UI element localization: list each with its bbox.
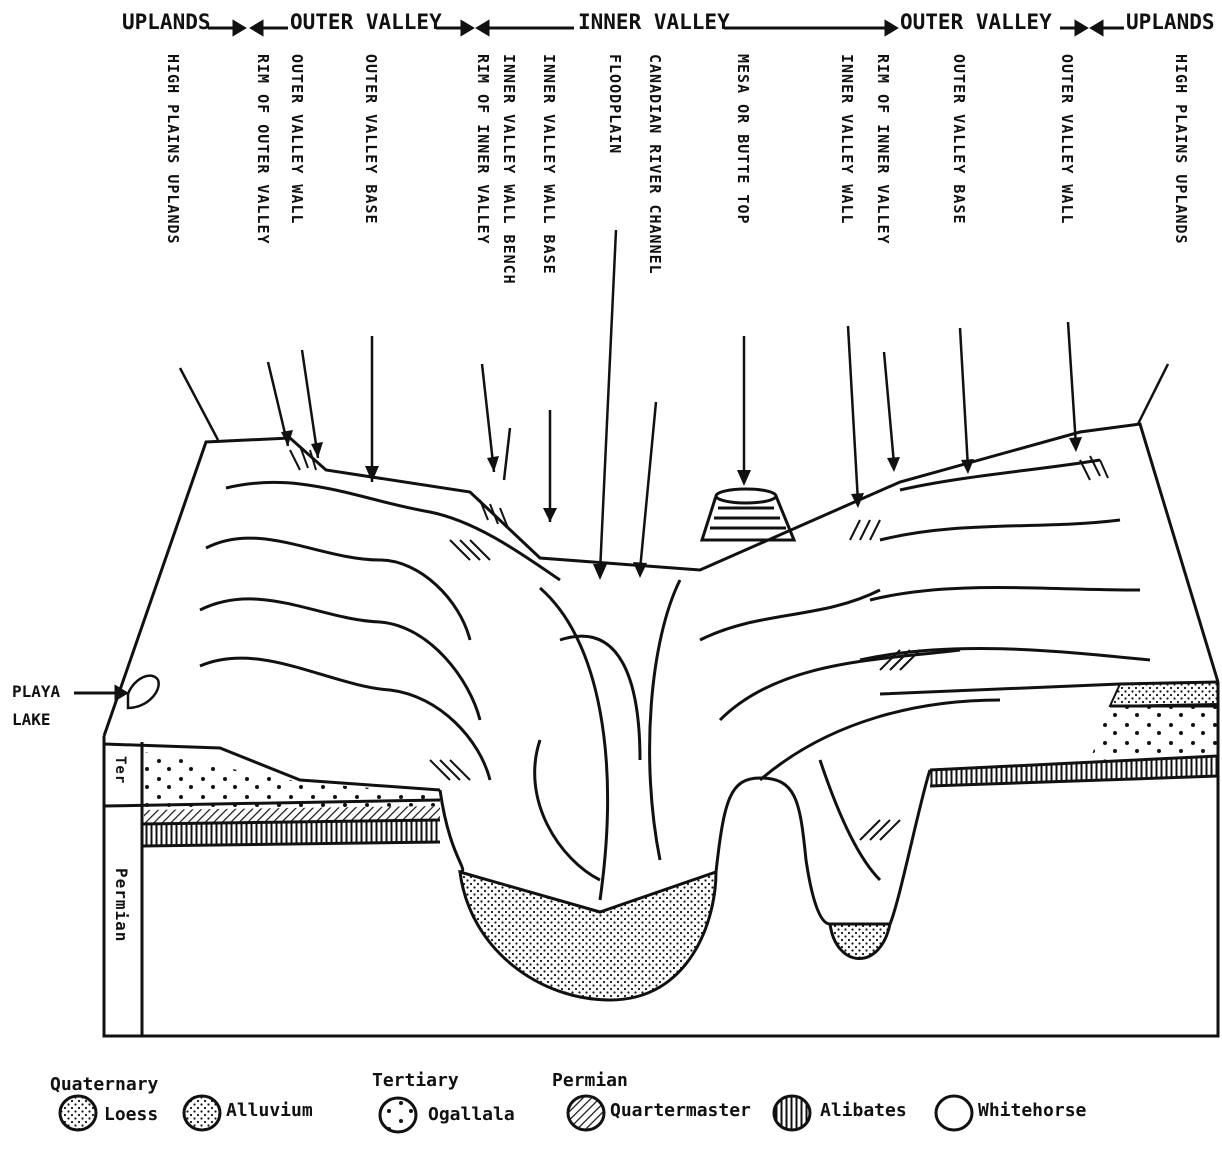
header-inner-valley: INNER VALLEY bbox=[578, 10, 730, 34]
ogallala-layer-right bbox=[1090, 706, 1218, 760]
label-outer-valley-base-right: OUTER VALLEY BASE bbox=[950, 54, 968, 225]
header-uplands-left: UPLANDS bbox=[122, 10, 211, 34]
valley-zone-header: UPLANDS OUTER VALLEY INNER VALLEY OUTER … bbox=[0, 4, 1222, 38]
label-high-plains-uplands-left: HIGH PLAINS UPLANDS bbox=[164, 54, 182, 245]
label-mesa-or-butte-top: MESA OR BUTTE TOP bbox=[734, 54, 752, 225]
header-outer-valley-left: OUTER VALLEY bbox=[290, 10, 442, 34]
label-leaders bbox=[180, 230, 1168, 572]
legend-quartermaster-label: Quartermaster bbox=[610, 1100, 751, 1121]
loess-layer-right bbox=[1110, 682, 1218, 706]
label-rim-of-outer-valley: RIM OF OUTER VALLEY bbox=[254, 54, 272, 245]
label-inner-valley-wall-right: INNER VALLEY WALL bbox=[838, 54, 856, 225]
label-floodplain: FLOODPLAIN bbox=[606, 54, 624, 154]
alibates-layer-left bbox=[144, 820, 440, 846]
permian-column-label: Permian bbox=[112, 868, 131, 942]
alluvium-right-channel bbox=[830, 924, 890, 959]
ogallala-symbol bbox=[380, 1098, 416, 1132]
label-canadian-river-channel: CANADIAN RIVER CHANNEL bbox=[646, 54, 664, 275]
legend-whitehorse-label: Whitehorse bbox=[978, 1100, 1086, 1121]
label-outer-valley-wall-right: OUTER VALLEY WALL bbox=[1058, 54, 1076, 225]
legend-tertiary-heading: Tertiary bbox=[372, 1070, 459, 1091]
header-outer-valley-right: OUTER VALLEY bbox=[900, 10, 1052, 34]
ogallala-layer-left bbox=[144, 752, 440, 810]
label-outer-valley-base-left: OUTER VALLEY BASE bbox=[362, 54, 380, 225]
legend-quaternary-heading: Quaternary bbox=[50, 1074, 158, 1095]
playa-label-line2: LAKE bbox=[12, 706, 60, 734]
legend-alibates-label: Alibates bbox=[820, 1100, 907, 1121]
legend-permian-heading: Permian bbox=[552, 1070, 628, 1091]
label-high-plains-uplands-right: HIGH PLAINS UPLANDS bbox=[1172, 54, 1190, 245]
mesa-butte bbox=[702, 489, 794, 540]
alluvium-main-channel bbox=[460, 872, 716, 1000]
alluvium-symbol bbox=[184, 1096, 220, 1130]
label-inner-valley-wall-base: INNER VALLEY WALL BASE bbox=[540, 54, 558, 275]
legend-loess-label: Loess bbox=[104, 1104, 158, 1125]
playa-lake-label: PLAYA LAKE bbox=[12, 678, 60, 734]
legend-alluvium-label: Alluvium bbox=[226, 1100, 313, 1121]
label-rim-of-inner-valley-right: RIM OF INNER VALLEY bbox=[874, 54, 892, 245]
legend-ogallala-label: Ogallala bbox=[428, 1104, 515, 1125]
label-inner-valley-wall-bench: INNER VALLEY WALL BENCH bbox=[500, 54, 518, 285]
tertiary-column-label: Ter bbox=[112, 756, 128, 784]
label-rim-of-inner-valley-left: RIM OF INNER VALLEY bbox=[474, 54, 492, 245]
playa-label-line1: PLAYA bbox=[12, 678, 60, 706]
loess-symbol bbox=[60, 1096, 96, 1130]
header-uplands-right: UPLANDS bbox=[1126, 10, 1215, 34]
label-outer-valley-wall-left: OUTER VALLEY WALL bbox=[288, 54, 306, 225]
playa-arrow bbox=[74, 687, 126, 699]
quartermaster-symbol bbox=[568, 1096, 604, 1130]
alibates-symbol bbox=[774, 1096, 810, 1130]
playa-lake-shape bbox=[128, 676, 159, 708]
whitehorse-symbol bbox=[936, 1096, 972, 1130]
